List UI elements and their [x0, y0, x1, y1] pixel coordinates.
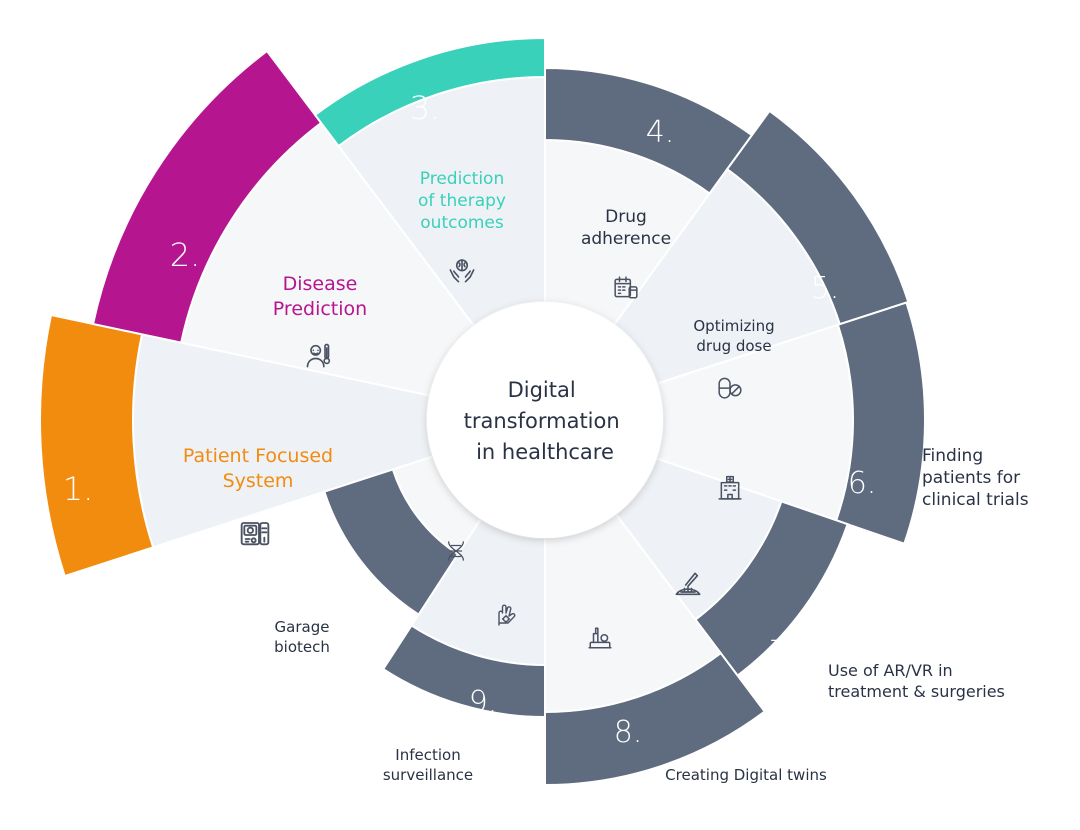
segment-5-number: 5.: [811, 271, 840, 306]
virus-hand-icon: [498, 604, 516, 626]
segment-8-outer-band: [544, 651, 767, 787]
segment-1-number: 1.: [63, 470, 94, 508]
lab-equipment-icon: [588, 627, 612, 649]
segment-9-outer-band: [381, 624, 546, 719]
calendar-pill-icon: [614, 276, 638, 299]
segment-1-outer-band: [39, 313, 155, 578]
segment-6-outer-band: [834, 301, 926, 545]
segment-9-number: 9.: [469, 685, 498, 720]
hospital-icon: [718, 475, 742, 500]
medical-monitor-icon: [240, 522, 270, 546]
segment-2-number: 2.: [170, 236, 201, 274]
segment-7-number: 7.: [769, 635, 798, 670]
capsule-pill-icon: [718, 377, 742, 399]
segment-8-number: 8.: [614, 715, 643, 750]
segment-8-label: Creating Digital twins: [665, 766, 827, 784]
segment-2-outer-band: [91, 49, 323, 344]
segment-10-outer-band: [323, 468, 460, 616]
patient-thermometer-icon: [306, 343, 331, 368]
center-circle: [427, 302, 663, 538]
segment-3-number: 3.: [410, 89, 441, 127]
segment-4-number: 4.: [646, 115, 675, 150]
segment-10-number: 10.: [372, 596, 404, 620]
surgery-hand-icon: [675, 572, 701, 596]
brain-in-hands-icon: [449, 259, 475, 283]
dna-icon: [448, 541, 464, 561]
segment-6-number: 6.: [848, 466, 877, 501]
center-title: Digital transformation in healthcare: [464, 378, 627, 464]
segment-3-outer-band: [313, 36, 546, 148]
